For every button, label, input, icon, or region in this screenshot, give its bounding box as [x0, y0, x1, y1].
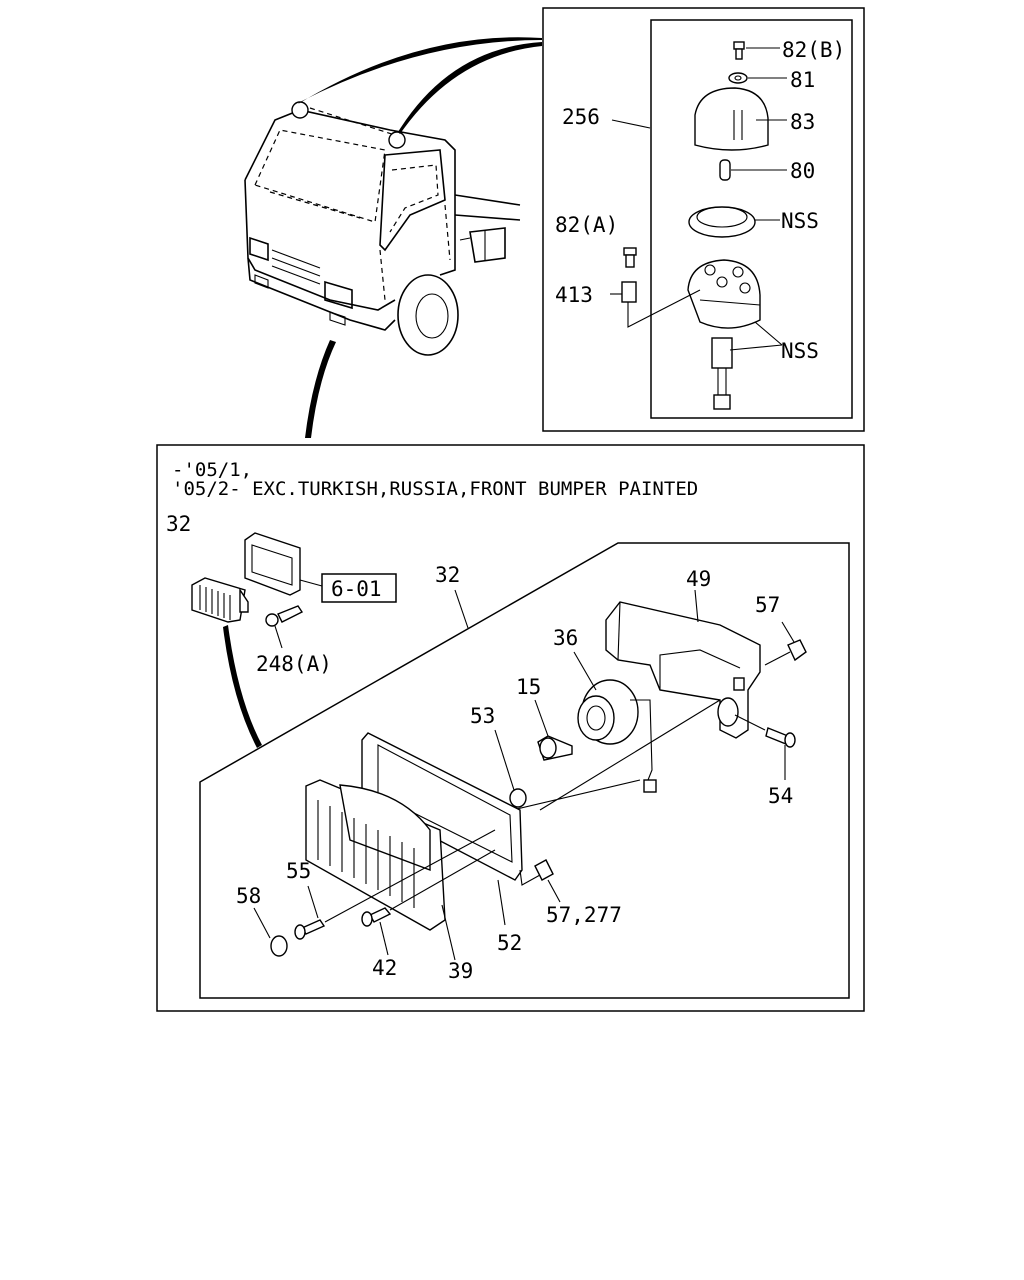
label-54: 54 [768, 784, 793, 808]
label-82b: 82(B) [782, 38, 845, 62]
bulb-15-part [534, 699, 573, 761]
label-52: 52 [497, 931, 522, 955]
ref-label-6-01: 6-01 [331, 577, 382, 601]
label-413: 413 [555, 283, 593, 307]
label-256: 256 [562, 105, 600, 129]
bulb-248a-part [265, 605, 304, 649]
dome-83-part [694, 87, 787, 151]
bulb-80-part [719, 159, 787, 181]
label-55: 55 [286, 859, 311, 883]
clip-57-277-part [519, 859, 561, 903]
connector-413-part [610, 281, 701, 328]
label-39: 39 [448, 959, 473, 983]
screw-42-part [361, 849, 496, 956]
gasket-nss-part [688, 206, 780, 238]
label-57-277: 57,277 [546, 903, 622, 927]
ref-box-6-01 [321, 573, 397, 603]
socket-36-part [573, 651, 657, 793]
label-49: 49 [686, 567, 711, 591]
screw-55-part [294, 829, 496, 940]
label-32-side: 32 [166, 512, 191, 536]
beacon-base-part [687, 259, 761, 329]
foglamp-panel: -'05/1, '05/2- EXC.TURKISH,RUSSIA,FRONT … [156, 444, 865, 1012]
beacon-leader-curves [298, 37, 542, 438]
label-36: 36 [553, 626, 578, 650]
screw-82b-part [733, 41, 780, 60]
grommet-53-part [494, 729, 527, 808]
label-42: 42 [372, 956, 397, 980]
foglamp-inner-frame [199, 542, 850, 999]
bracket-49-part [605, 589, 761, 739]
beacon-harness-part [711, 321, 783, 410]
beacon-detail-panel: 82(B) 81 83 80 256 82(A) NSS 413 NSS [542, 7, 865, 432]
screw-82a-part [623, 247, 637, 268]
label-57: 57 [755, 593, 780, 617]
label-15: 15 [516, 675, 541, 699]
lens-39-part [305, 779, 456, 961]
label-58: 58 [236, 884, 261, 908]
label-82a: 82(A) [555, 213, 618, 237]
side-lamp-leader-curve [223, 625, 262, 748]
clip-57-part [764, 621, 807, 666]
label-248a: 248(A) [256, 652, 332, 676]
note-line-2: '05/2- EXC.TURKISH,RUSSIA,FRONT BUMPER P… [172, 478, 698, 500]
label-83: 83 [790, 110, 815, 134]
label-81: 81 [790, 68, 815, 92]
cap-58-part [253, 907, 288, 957]
washer-81-part [728, 72, 787, 84]
screw-54-part [734, 714, 796, 780]
note-line-1: -'05/1, [172, 459, 252, 481]
truck-cab-illustration [244, 101, 521, 356]
label-80: 80 [790, 159, 815, 183]
side-lamp-gasket-part [244, 532, 301, 596]
label-nss-harness: NSS [781, 339, 819, 363]
side-lamp-32-part [191, 577, 249, 623]
label-53: 53 [470, 704, 495, 728]
label-32-main: 32 [435, 563, 460, 587]
label-nss-gasket: NSS [781, 209, 819, 233]
